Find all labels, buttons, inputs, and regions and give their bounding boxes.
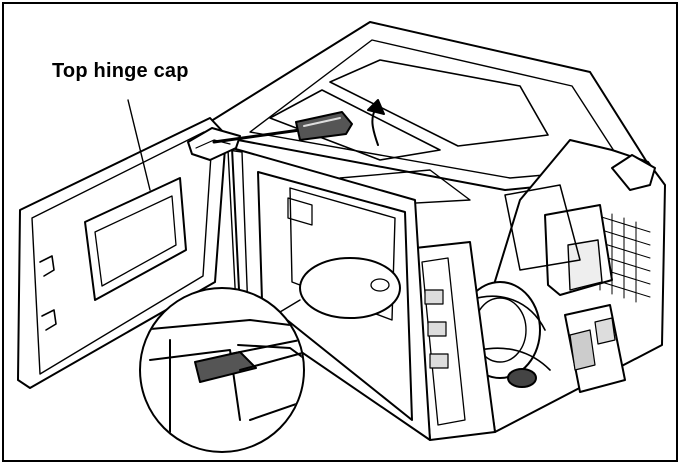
rotation-arrow-head [367,99,385,115]
door-frame-edge [31,131,213,375]
cabinet-top-inner-rim [249,39,626,179]
turntable-hub [370,278,390,292]
turntable-plate [299,257,401,319]
capacitor-terminals [594,317,616,345]
transformer-face [567,239,603,291]
screwdriver-shaft [212,128,302,144]
screwdriver-handle-highlight [303,117,341,127]
door-window-inner [94,195,177,287]
diode-block [569,329,596,371]
magnified-detail-content [141,319,303,451]
top-recess-panel-2 [269,89,441,161]
wire-harness [469,295,551,371]
top-hinge-cap [187,127,241,161]
roller-component [507,368,537,388]
callout-label-top-hinge-cap: Top hinge cap [52,60,189,82]
door-latch-hook-lower [41,309,57,331]
cavity-light-window [287,197,313,226]
cavity-rear-wall [289,187,396,321]
magnetron [504,184,581,271]
control-panel-board [421,257,466,426]
inset-leader [279,299,301,313]
callout-leader-line [127,99,151,191]
door-window [84,177,187,301]
rear-bracket [611,154,656,191]
top-recess-panel-1 [329,59,549,147]
interlock-switches [424,289,449,369]
door-latch-hook-upper [39,255,55,277]
hinge-pin-detail [195,139,231,149]
